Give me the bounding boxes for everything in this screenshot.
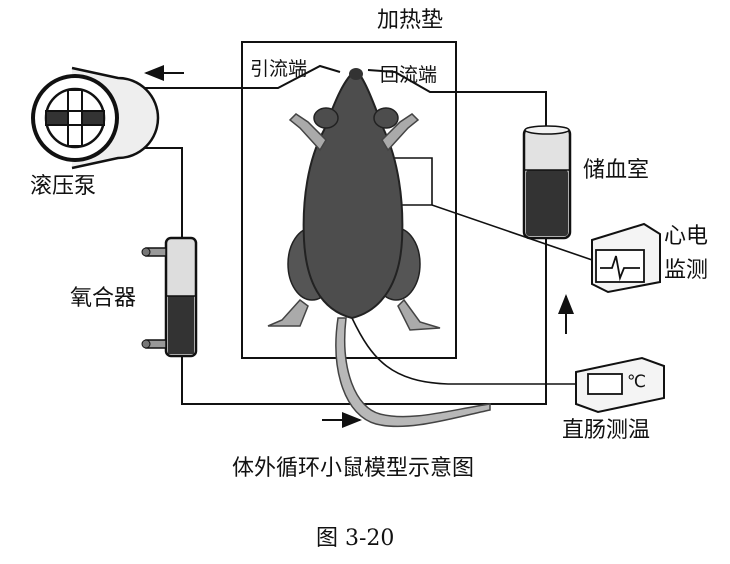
heating-pad-label: 加热垫 [377, 8, 444, 33]
ecg-monitor-icon [591, 222, 661, 294]
blood-reservoir-label: 储血室 [583, 158, 650, 183]
pump-to-oxygenator-tube [100, 147, 183, 238]
return-end-label: 回流端 [380, 64, 438, 86]
rectal-probe-wire [351, 317, 576, 385]
heating-pad [241, 41, 457, 359]
roller-pump-icon [31, 66, 160, 170]
blood-reservoir-icon [522, 125, 572, 240]
return-tube [367, 69, 547, 128]
ecg-wire-2 [380, 157, 433, 205]
diagram-caption: 体外循环小鼠模型示意图 [232, 456, 475, 481]
thermometer-icon [575, 356, 665, 414]
outflow-end-label: 引流端 [250, 58, 308, 80]
oxygenator-icon [141, 236, 198, 358]
figure-number: 图 3-20 [316, 526, 395, 551]
roller-pump-label: 滚压泵 [30, 174, 97, 199]
mouse-illustration [267, 68, 491, 428]
rectal-temp-label: 直肠测温 [562, 418, 651, 443]
ecg-label-line1: 心电 [664, 224, 709, 249]
oxygenator-label: 氧合器 [70, 286, 137, 311]
outflow-tube [100, 64, 341, 89]
ecg-label-line2: 监测 [664, 258, 709, 283]
thermometer-unit: ℃ [627, 372, 647, 392]
